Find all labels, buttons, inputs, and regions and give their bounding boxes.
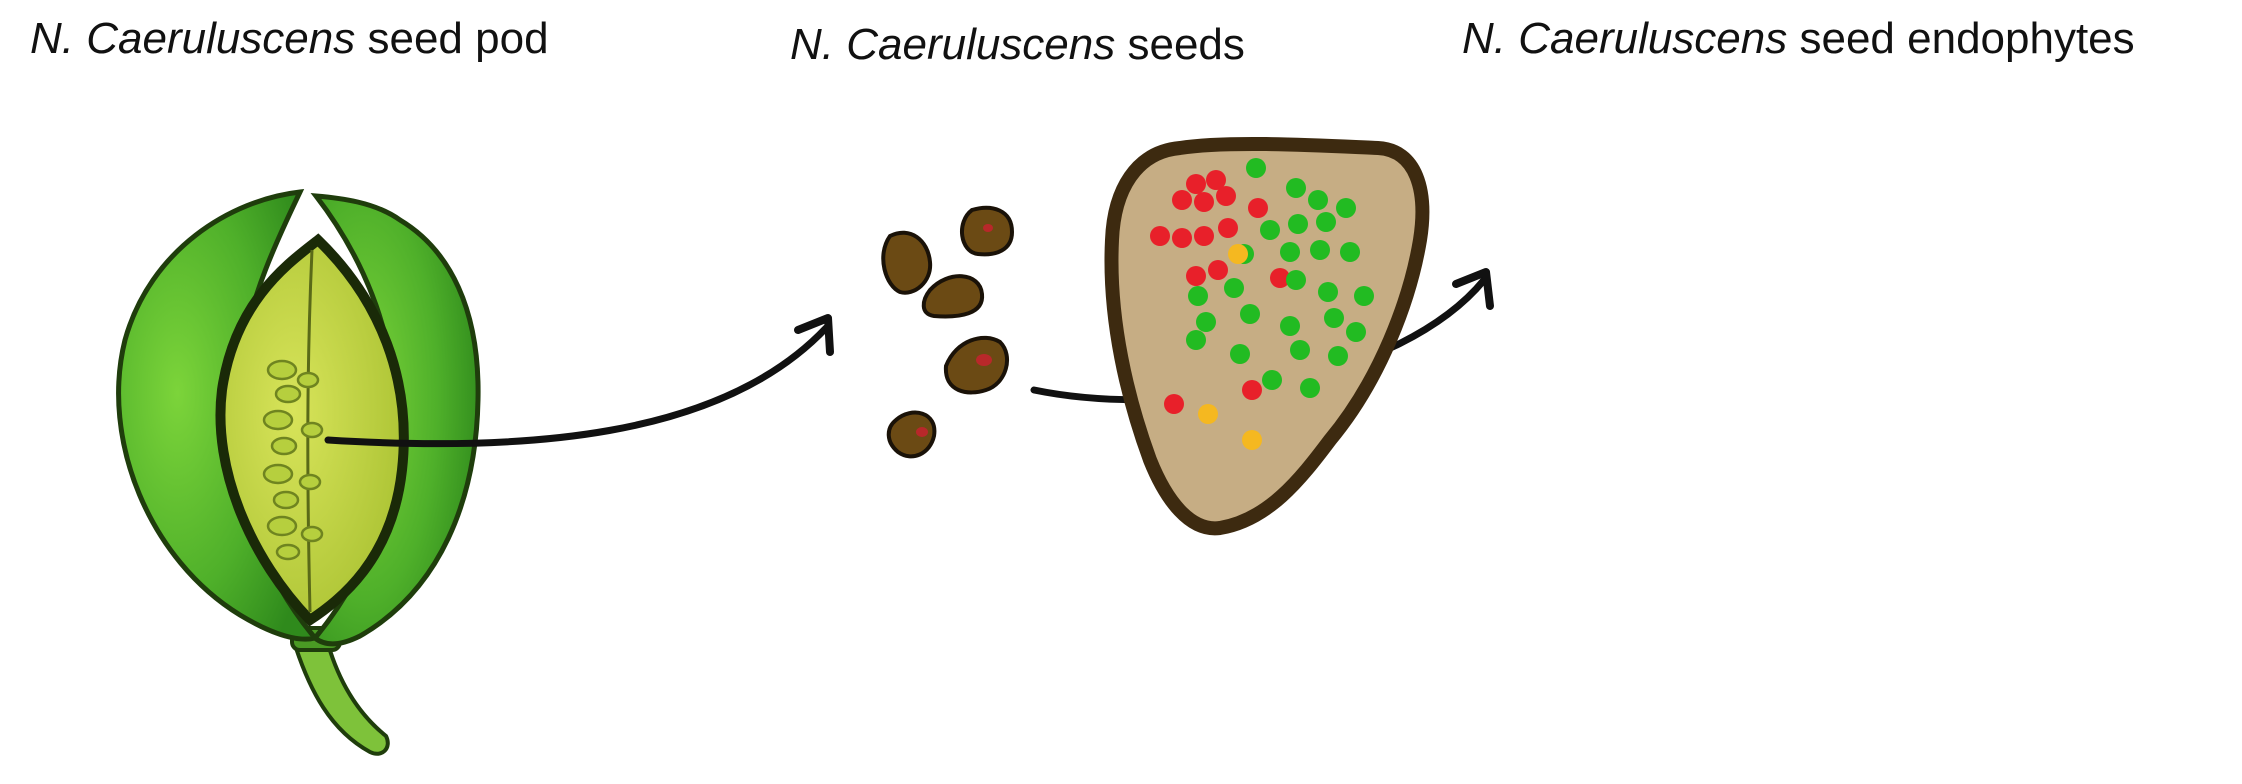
endophyte-green-dot — [1340, 242, 1360, 262]
endophyte-yellow-group — [1198, 244, 1262, 450]
endophyte-green-dot — [1354, 286, 1374, 306]
endophyte-green-dot — [1316, 212, 1336, 232]
endophyte-green-dot — [1280, 242, 1300, 262]
endophyte-yellow-dot — [1242, 430, 1262, 450]
endophyte-green-dot — [1318, 282, 1338, 302]
endophyte-red-dot — [1216, 186, 1236, 206]
endophyte-red-dot — [1270, 268, 1290, 288]
arrow-pod-to-seeds — [324, 324, 830, 448]
pod-ovules — [262, 359, 324, 561]
endophyte-red-dot — [1194, 192, 1214, 212]
endophyte-green-dot — [1280, 316, 1300, 336]
pod-stem — [293, 641, 390, 756]
seeds-illustration — [881, 205, 1015, 459]
seed — [886, 410, 937, 459]
endophyte-green-dot — [1188, 286, 1208, 306]
endophyte-green-dot — [1288, 214, 1308, 234]
label-suffix: seed endophytes — [1787, 14, 2135, 63]
seed-pod-label: N. Caeruluscens seed pod — [30, 14, 549, 64]
endophyte-green-dot — [1308, 190, 1328, 210]
seed — [881, 230, 933, 295]
endophyte-green-dot — [1346, 322, 1366, 342]
endophyte-red-dot — [1242, 380, 1262, 400]
endophyte-red-group — [1150, 170, 1290, 414]
endophyte-green-dot — [1260, 220, 1280, 240]
endophyte-green-dot — [1224, 278, 1244, 298]
endophyte-green-dot — [1230, 344, 1250, 364]
endophyte-red-dot — [1186, 174, 1206, 194]
endophyte-red-dot — [1248, 198, 1268, 218]
endophyte-green-dot — [1328, 346, 1348, 366]
label-suffix: seed pod — [355, 14, 549, 63]
pod-midrib — [306, 249, 314, 613]
endophyte-red-dot — [1150, 226, 1170, 246]
species-name: N. Caeruluscens — [1462, 14, 1788, 63]
endophyte-green-dot — [1336, 198, 1356, 218]
species-name: N. Caeruluscens — [30, 14, 356, 63]
species-name: N. Caeruluscens — [790, 20, 1116, 69]
endophyte-green-dot — [1196, 312, 1216, 332]
endophyte-red-dot — [1186, 266, 1206, 286]
endophyte-green-dot — [1286, 178, 1306, 198]
seed-endophytes-label: N. Caeruluscens seed endophytes — [1462, 14, 2135, 64]
arrow-head-icon — [1452, 268, 1494, 310]
endophyte-green-dot — [1286, 270, 1306, 290]
endophyte-red-dot — [1172, 228, 1192, 248]
seeds-label: N. Caeruluscens seeds — [790, 20, 1245, 70]
arrow-head-icon — [794, 314, 834, 356]
endophyte-red-dot — [1194, 226, 1214, 246]
endophyte-seed-body — [1104, 136, 1430, 536]
endophyte-green-dot — [1290, 340, 1310, 360]
endophyte-red-dot — [1164, 394, 1184, 414]
endophyte-yellow-dot — [1198, 404, 1218, 424]
endophyte-red-dot — [1218, 218, 1238, 238]
endophyte-seed-illustration — [1104, 136, 1430, 536]
endophyte-red-dot — [1172, 190, 1192, 210]
endophyte-yellow-dot — [1228, 244, 1248, 264]
endophyte-green-dot — [1246, 158, 1266, 178]
label-suffix: seeds — [1115, 20, 1245, 69]
seed — [921, 274, 985, 319]
seed — [943, 336, 1010, 395]
endophyte-green-dot — [1240, 304, 1260, 324]
endophyte-red-dot — [1208, 260, 1228, 280]
endophyte-green-dot — [1262, 370, 1282, 390]
endophyte-green-dot — [1186, 330, 1206, 350]
endophyte-green-dot — [1324, 308, 1344, 328]
endophyte-green-group — [1186, 158, 1374, 398]
endophyte-green-dot — [1310, 240, 1330, 260]
endophyte-red-dot — [1206, 170, 1226, 190]
endophyte-green-dot — [1300, 378, 1320, 398]
seed-pod-illustration — [116, 189, 481, 756]
